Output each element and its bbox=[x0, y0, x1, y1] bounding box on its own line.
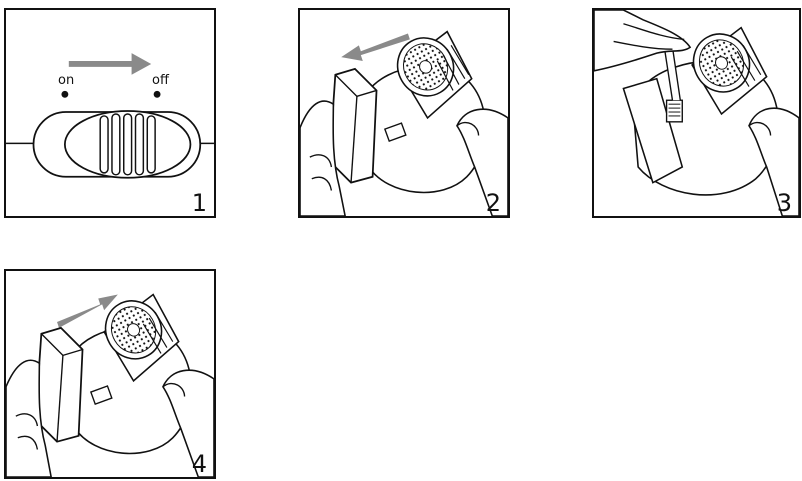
off-dot bbox=[154, 91, 161, 98]
slider-grip-ridges bbox=[100, 114, 155, 175]
switch-off-label: off bbox=[152, 74, 169, 87]
step-3-panel: 3 bbox=[592, 8, 801, 218]
step-number: 4 bbox=[192, 452, 207, 476]
step-2-panel: 2 bbox=[298, 8, 510, 218]
step-number: 2 bbox=[486, 191, 501, 215]
top-hand bbox=[594, 10, 690, 71]
on-dot bbox=[61, 91, 68, 98]
direction-arrow-right bbox=[69, 53, 151, 75]
reattach-compartment-illustration bbox=[6, 271, 214, 477]
switch-illustration bbox=[6, 10, 214, 216]
step-number: 1 bbox=[192, 191, 207, 215]
step-number: 3 bbox=[777, 191, 792, 215]
step-1-panel: on off 1 bbox=[4, 8, 216, 218]
lint-compartment bbox=[35, 328, 82, 442]
switch-on-label: on bbox=[58, 74, 74, 87]
lint-compartment bbox=[329, 69, 376, 183]
step-4-panel: 4 bbox=[4, 269, 216, 479]
brush-clean-illustration bbox=[594, 10, 799, 216]
remove-compartment-illustration bbox=[300, 10, 508, 216]
